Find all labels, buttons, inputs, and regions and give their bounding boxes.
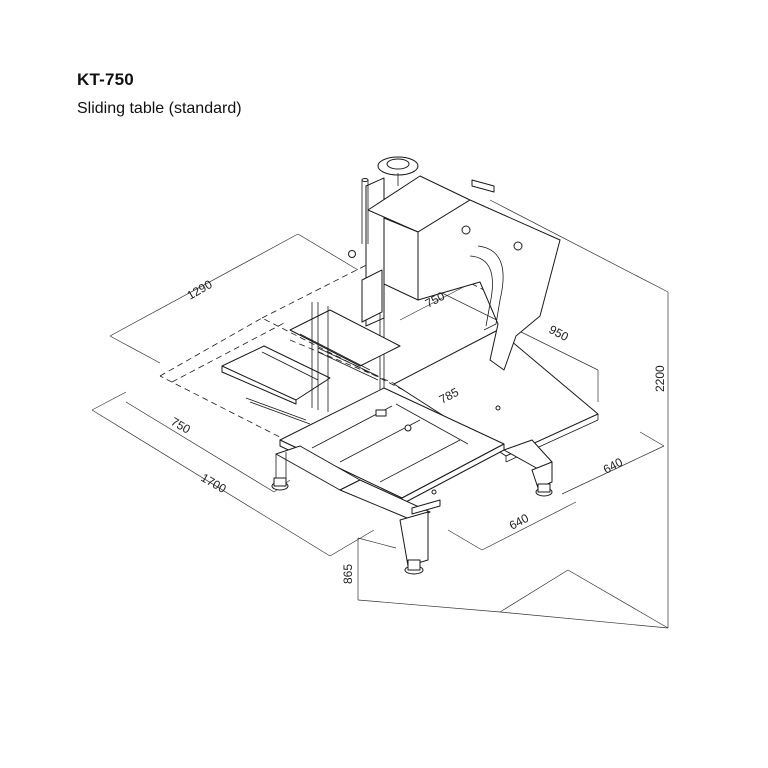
dim-640-bottom: 640 <box>507 511 532 533</box>
drawing-title: KT-750 <box>77 70 134 89</box>
slide-carriage <box>221 302 401 425</box>
dimension-lines <box>91 199 669 629</box>
drawing-subtitle: Sliding table (standard) <box>77 100 242 117</box>
dim-865: 865 <box>341 564 355 584</box>
saw-head <box>348 156 561 392</box>
dim-950: 950 <box>547 322 572 344</box>
dim-2200: 2200 <box>653 365 667 392</box>
dim-1700: 1700 <box>199 470 229 496</box>
dim-640-right: 640 <box>601 455 626 477</box>
dim-750-left: 750 <box>169 414 194 436</box>
dim-1290: 1290 <box>185 277 215 303</box>
base-frame <box>271 439 553 575</box>
